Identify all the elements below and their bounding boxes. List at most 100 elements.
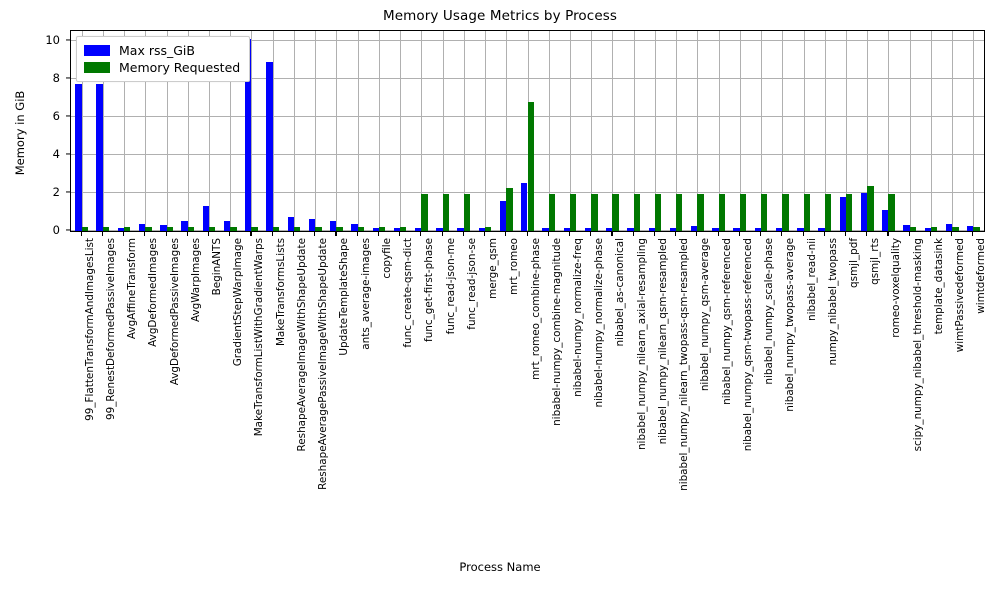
x-tick-mark	[781, 232, 783, 236]
gridline-vertical	[867, 31, 869, 231]
gridline-vertical	[145, 31, 147, 231]
gridline-vertical	[973, 31, 975, 231]
bar-max-rss	[308, 218, 316, 231]
gridline-vertical	[124, 31, 126, 231]
x-tick-label: AvgDeformedImages	[147, 238, 160, 347]
gridline-vertical	[485, 31, 487, 231]
x-tick-label: scipy_numpy_nibabel_threshold-masking	[911, 238, 924, 452]
bar-max-rss	[75, 83, 82, 231]
x-tick-label: MakeTransformsLists	[274, 238, 287, 347]
bar-memory-requested	[315, 227, 322, 231]
x-tick-mark	[165, 232, 167, 236]
bar-memory-requested	[272, 227, 280, 231]
bar-max-rss	[712, 227, 719, 231]
bar-memory-requested	[187, 227, 195, 231]
x-tick-label: copyfile	[380, 238, 393, 279]
bar-max-rss	[160, 225, 167, 231]
bar-memory-requested	[336, 227, 343, 231]
legend-item-max-rss: Max rss_GiB	[84, 42, 240, 59]
x-tick-mark	[632, 232, 634, 236]
gridline-vertical	[697, 31, 699, 231]
bar-memory-requested	[166, 227, 173, 231]
bar-memory-requested	[633, 193, 641, 231]
x-tick-mark	[526, 232, 528, 236]
x-tick-mark	[80, 232, 82, 236]
gridline-vertical	[569, 31, 571, 231]
gridline-vertical	[548, 31, 550, 231]
x-tick-label: nibabel_numpy_scale-phase	[763, 238, 776, 385]
bar-memory-requested	[506, 188, 513, 231]
x-tick-label: func_read-json-se	[465, 238, 478, 330]
bar-max-rss	[818, 227, 825, 231]
gridline-vertical	[463, 31, 465, 231]
x-tick-label: 99_FlattenTransformAndImagesList	[83, 238, 96, 421]
gridline-vertical	[272, 31, 274, 231]
gridline-vertical	[633, 31, 635, 231]
x-tick-label: ReshapeAveragePassiveImageWithShapeUpdat…	[317, 238, 330, 490]
bar-memory-requested	[209, 227, 216, 231]
bar-max-rss	[245, 38, 252, 231]
chart-title: Memory Usage Metrics by Process	[382, 8, 617, 24]
x-tick-mark	[144, 232, 146, 236]
gridline-vertical	[739, 31, 741, 231]
x-tick-label: nibabel_numpy_twopass-average	[784, 238, 797, 412]
bar-memory-requested	[930, 227, 938, 231]
legend-item-memory-requested: Memory Requested	[84, 59, 240, 76]
x-tick-mark	[844, 232, 847, 236]
bar-max-rss	[627, 227, 634, 231]
y-tick-mark	[66, 77, 70, 79]
x-tick-mark	[314, 232, 316, 236]
bar-memory-requested	[378, 227, 386, 231]
x-tick-label: mrt_romeo	[508, 238, 521, 295]
x-tick-label: nibabel_numpy_qsm-twopass-referenced	[741, 238, 754, 452]
bar-memory-requested	[654, 193, 662, 231]
x-tick-mark	[738, 232, 740, 236]
bar-memory-requested	[548, 193, 556, 231]
bar-max-rss	[181, 221, 188, 231]
x-tick-label: AvgWarpImages	[189, 238, 202, 323]
x-tick-label: AvgAffineTransform	[126, 238, 139, 340]
bar-memory-requested	[761, 193, 768, 231]
x-tick-mark	[462, 232, 464, 236]
x-tick-label: func_get-first-phase	[423, 238, 436, 342]
x-tick-label: nibabel_numpy_qsm-average	[699, 238, 712, 392]
bar-memory-requested	[867, 186, 874, 231]
x-tick-label: template_datasink	[932, 238, 945, 335]
bar-max-rss	[436, 227, 443, 231]
gridline-vertical	[187, 31, 189, 231]
bar-memory-requested	[718, 193, 725, 231]
y-tick-label: 8	[52, 70, 60, 85]
x-tick-label: AvgDeformedPassiveImages	[168, 238, 181, 386]
x-tick-label: BeginANTS	[211, 238, 223, 296]
x-axis-label: Process Name	[459, 560, 541, 574]
bar-max-rss	[521, 183, 528, 231]
x-tick-label: mrt_romeo_combine-phase	[529, 238, 542, 380]
x-tick-mark	[951, 232, 953, 236]
gridline-vertical	[718, 31, 720, 231]
bar-memory-requested	[527, 102, 534, 231]
bar-max-rss	[797, 227, 804, 231]
x-tick-mark	[717, 232, 719, 236]
legend-swatch-memory-requested	[84, 62, 110, 73]
gridline-vertical	[506, 31, 508, 231]
bar-max-rss	[478, 227, 486, 231]
x-tick-label: nibabel-numpy_normalize-phase	[593, 238, 606, 408]
bar-max-rss	[606, 227, 613, 231]
y-tick-mark	[66, 115, 70, 117]
y-tick-label: 2	[52, 184, 60, 199]
x-tick-mark	[760, 232, 762, 236]
x-tick-label: nibabel_as-canonical	[614, 238, 627, 347]
bar-memory-requested	[251, 227, 258, 231]
bar-max-rss	[372, 227, 379, 231]
x-tick-mark	[802, 232, 804, 236]
bar-memory-requested	[102, 227, 110, 231]
x-tick-label: nibabel_numpy_nilearn_axial-resampling	[635, 238, 648, 451]
y-tick-label: 10	[45, 32, 60, 47]
bar-max-rss	[457, 227, 464, 231]
bar-memory-requested	[357, 227, 364, 231]
x-tick-label: nibabel_numpy_nilearn_qsm-resampled	[656, 238, 669, 445]
x-tick-label: MakeTransformListWithGradientWarps	[253, 238, 266, 437]
x-tick-mark	[229, 232, 231, 236]
